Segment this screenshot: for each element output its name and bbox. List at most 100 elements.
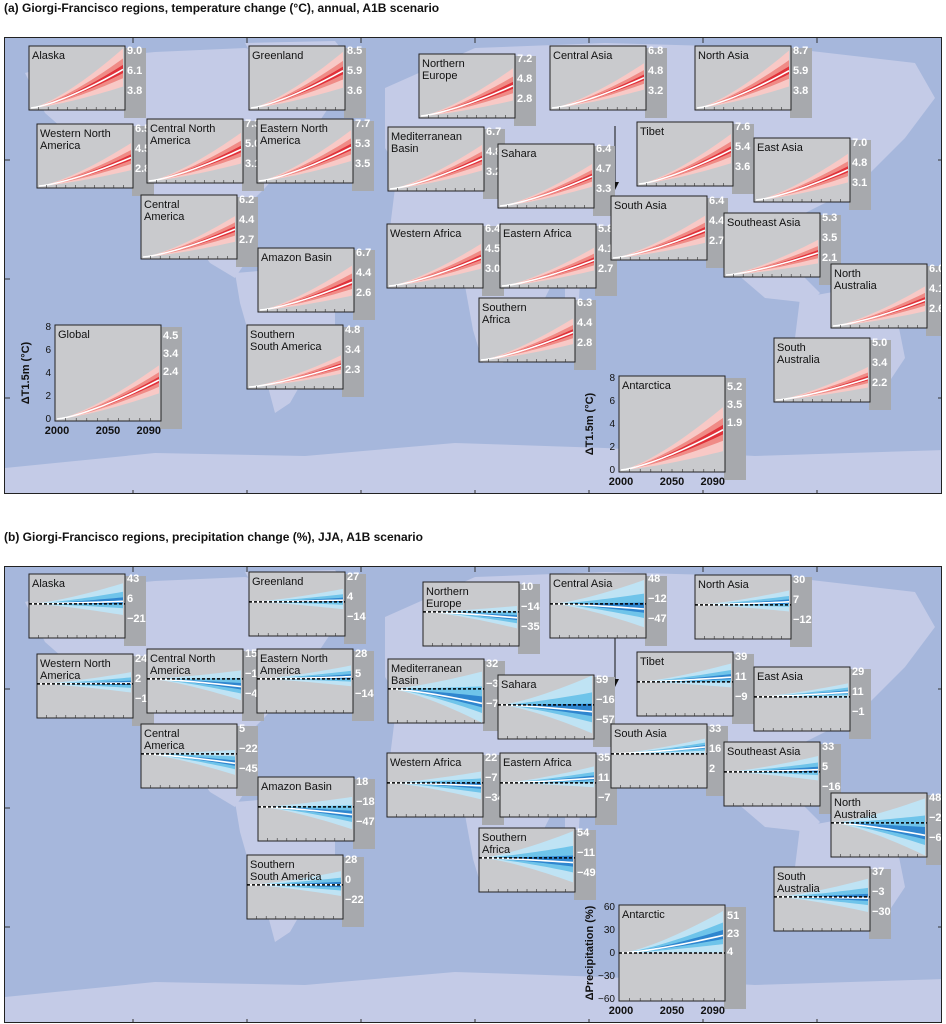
- b-value-north-australia-1: −29: [929, 812, 942, 824]
- a-value-greenland-0: 8.5: [347, 45, 362, 57]
- b-value-northern-europe-0: 10: [521, 581, 533, 593]
- a-median-line-greenland: [250, 70, 344, 109]
- b-region-name-northern-europe: Europe: [426, 598, 461, 610]
- a-region-name-south-australia: Australia: [777, 354, 821, 366]
- a-ylabel-antarctica: ΔT1.5m (°C): [584, 392, 596, 455]
- a-value-antarctica-1: 3.5: [727, 399, 742, 411]
- a-value-north-australia-2: 2.6: [929, 303, 942, 315]
- a-value-central-america-2: 2.7: [239, 234, 254, 246]
- a-value-northern-europe-1: 4.8: [517, 73, 532, 85]
- b-value-central-asia-0: 48: [648, 573, 660, 585]
- a-value-sahara-2: 3.3: [596, 183, 611, 195]
- a-value-eastern-north-america-1: 5.3: [355, 138, 370, 150]
- a-region-name-south-asia: South Asia: [614, 200, 667, 212]
- b-value-north-australia-2: −67: [929, 832, 942, 844]
- a-value-southeast-asia-2: 2.1: [822, 252, 837, 264]
- a-value-strip-northern-europe: [514, 56, 536, 126]
- b-value-central-north-america-0: 15: [245, 648, 257, 660]
- a-value-strip-south-australia: [869, 340, 891, 410]
- a-value-strip-greenland: [344, 48, 366, 118]
- b-value-southern-south-america-0: 28: [345, 854, 357, 866]
- a-band-outer-antarctica: [621, 407, 723, 470]
- a-ytick-label-antarctica-3: 6: [609, 396, 615, 407]
- b-value-southeast-asia-0: 33: [822, 741, 834, 753]
- a-ytick-label-antarctica-2: 4: [609, 419, 615, 430]
- b-band-mid-western-africa: [389, 778, 481, 793]
- a-band-outer-southeast-asia: [726, 239, 818, 275]
- b-band-inner-tibet: [639, 674, 731, 682]
- a-median-line-sahara: [499, 175, 593, 207]
- a-region-name-eastern-africa: Eastern Africa: [503, 228, 572, 240]
- b-region-name-western-north-america: America: [40, 670, 81, 682]
- b-value-southern-south-america-2: −22: [345, 894, 364, 906]
- a-value-southern-africa-1: 4.4: [577, 317, 593, 329]
- a-median-line-south-australia: [775, 377, 869, 401]
- a-value-global-1: 3.4: [163, 348, 179, 360]
- a-median-line-western-africa: [388, 256, 482, 287]
- a-band-mid-tibet: [639, 141, 731, 184]
- b-ytick-label-antarctic-2: 0: [609, 948, 615, 959]
- a-ytick-label-antarctica-1: 2: [609, 442, 615, 453]
- b-region-name-eastern-north-america: America: [260, 665, 301, 677]
- a-band-mid-greenland: [251, 60, 343, 108]
- b-region-name-antarctic: Antarctic: [622, 909, 665, 921]
- b-ytick-label-antarctic-1: 30: [604, 925, 616, 936]
- a-region-name-southern-africa: Southern: [482, 302, 527, 314]
- a-value-south-asia-1: 4.4: [709, 215, 725, 227]
- a-region-name-sahara: Sahara: [501, 148, 537, 160]
- a-value-western-africa-2: 3.0: [485, 263, 500, 275]
- a-median-line-tibet: [638, 149, 732, 185]
- a-region-name-east-asia: East Asia: [757, 142, 804, 154]
- a-value-northern-europe-0: 7.2: [517, 53, 532, 65]
- a-band-mid-southern-south-america: [249, 360, 341, 387]
- b-value-central-asia-1: −12: [648, 593, 667, 605]
- b-region-name-east-asia: East Asia: [757, 671, 804, 683]
- b-value-tibet-1: 11: [735, 671, 747, 683]
- a-value-western-africa-1: 4.5: [485, 243, 500, 255]
- b-value-western-north-america-1: 2: [135, 673, 141, 685]
- a-band-mid-south-asia: [613, 222, 705, 258]
- b-region-name-amazon-basin: Amazon Basin: [261, 781, 332, 793]
- a-band-mid-alaska: [31, 58, 123, 108]
- a-region-name-southeast-asia: Southeast Asia: [727, 217, 801, 229]
- a-region-name-western-africa: Western Africa: [390, 228, 462, 240]
- b-value-sahara-2: −57: [596, 714, 615, 726]
- a-value-northern-europe-2: 2.8: [517, 93, 532, 105]
- b-band-outer-north-asia: [697, 590, 789, 612]
- b-band-mid-antarctic: [621, 922, 723, 953]
- b-value-central-america-1: −22: [239, 743, 258, 755]
- b-value-strip-greenland: [344, 574, 366, 644]
- a-value-alaska-1: 6.1: [127, 65, 142, 77]
- a-value-tibet-2: 3.6: [735, 161, 750, 173]
- b-value-south-australia-0: 37: [872, 866, 884, 878]
- a-median-line-north-australia: [832, 299, 926, 327]
- a-value-tibet-0: 7.6: [735, 121, 750, 133]
- b-value-strip-south-australia: [869, 869, 891, 939]
- a-region-name-north-asia: North Asia: [698, 50, 750, 62]
- b-xtick-label-antarctic-1: 2050: [660, 1005, 684, 1017]
- a-value-eastern-africa-0: 5.8: [598, 223, 613, 235]
- a-median-line-north-asia: [696, 70, 790, 109]
- b-value-strip-alaska: [124, 576, 146, 646]
- a-median-line-global: [56, 379, 160, 420]
- a-value-alaska-2: 3.8: [127, 85, 142, 97]
- b-xtick-label-antarctic-2: 2090: [701, 1005, 725, 1017]
- a-value-strip-tibet: [732, 124, 754, 194]
- b-value-east-asia-1: 11: [852, 686, 864, 698]
- a-band-mid-western-africa: [389, 250, 481, 286]
- a-xtick-label-antarctica-1: 2050: [660, 476, 684, 488]
- a-value-mediterranean-basin-2: 3.2: [486, 166, 501, 178]
